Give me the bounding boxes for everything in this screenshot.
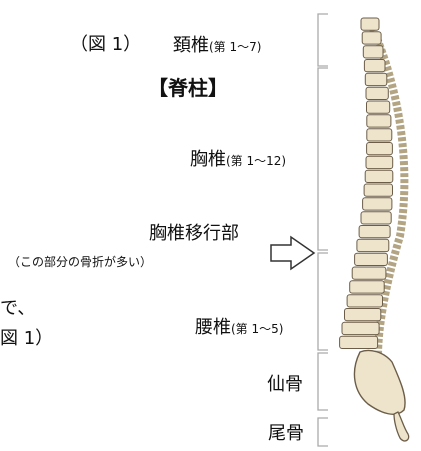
bracket-sacrum xyxy=(318,353,328,410)
vertebra xyxy=(367,143,393,155)
vertebra xyxy=(365,73,387,85)
vertebra xyxy=(342,322,379,334)
vertebra xyxy=(359,226,390,238)
vertebra xyxy=(357,239,389,251)
bracket-coccyx xyxy=(318,418,328,446)
vertebra xyxy=(362,32,381,44)
vertebra xyxy=(355,253,388,265)
vertebra xyxy=(361,18,379,30)
sacrum-shape xyxy=(354,350,405,414)
vertebra xyxy=(345,309,381,321)
region-brackets xyxy=(318,14,328,446)
vertebra xyxy=(363,46,383,58)
vertebra xyxy=(367,101,390,113)
vertebra xyxy=(365,170,393,182)
vertebra xyxy=(367,115,391,127)
bracket-thoracic xyxy=(318,68,328,250)
spine-illustration xyxy=(340,18,409,441)
coccyx-shape xyxy=(394,412,409,441)
bracket-lumbar xyxy=(318,253,328,350)
vertebra xyxy=(340,336,378,348)
vertebra xyxy=(347,295,382,307)
vertebra xyxy=(366,156,393,168)
vertebra xyxy=(352,267,386,279)
bracket-cervical xyxy=(318,14,328,66)
arrow-icon xyxy=(271,237,314,269)
vertebra xyxy=(367,129,392,141)
vertebra xyxy=(364,60,385,72)
vertebra xyxy=(364,184,392,196)
vertebra xyxy=(363,198,392,210)
vertebra xyxy=(366,87,388,99)
vertebra xyxy=(361,212,391,224)
vertebra xyxy=(350,281,385,293)
